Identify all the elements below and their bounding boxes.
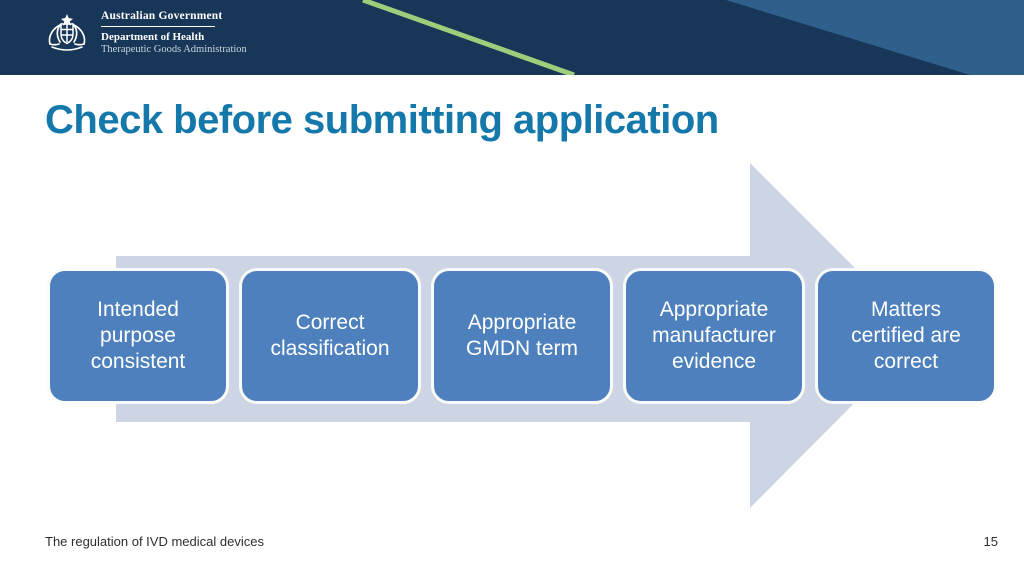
step-box-matters-certified: Matters certified are correct bbox=[815, 268, 997, 404]
slide-title: Check before submitting application bbox=[45, 98, 719, 142]
header-band: Australian Government Department of Heal… bbox=[0, 0, 1024, 75]
header-decoration bbox=[362, 0, 1024, 75]
step-box-intended-purpose: Intended purpose consistent bbox=[47, 268, 229, 404]
logo-divider bbox=[101, 26, 215, 27]
step-label: Correct classification bbox=[270, 311, 390, 360]
agency-name: Australian Government bbox=[101, 10, 223, 22]
green-diagonal-line bbox=[362, 0, 575, 75]
coat-of-arms-icon bbox=[48, 14, 86, 51]
administration-name: Therapeutic Goods Administration bbox=[101, 44, 247, 55]
footer-caption: The regulation of IVD medical devices bbox=[45, 534, 264, 549]
page-number: 15 bbox=[983, 534, 998, 549]
step-label: Intended purpose consistent bbox=[90, 298, 186, 373]
step-box-manufacturer-evidence: Appropriate manufacturer evidence bbox=[623, 268, 805, 404]
step-box-correct-classification: Correct classification bbox=[239, 268, 421, 404]
header-accent-wedge bbox=[726, 0, 1024, 75]
step-label: Matters certified are correct bbox=[851, 298, 961, 373]
step-label: Appropriate GMDN term bbox=[466, 311, 578, 360]
step-box-gmdn-term: Appropriate GMDN term bbox=[431, 268, 613, 404]
department-name: Department of Health bbox=[101, 31, 205, 43]
step-label: Appropriate manufacturer evidence bbox=[652, 298, 776, 373]
australian-government-logo: Australian Government Department of Heal… bbox=[44, 10, 247, 56]
